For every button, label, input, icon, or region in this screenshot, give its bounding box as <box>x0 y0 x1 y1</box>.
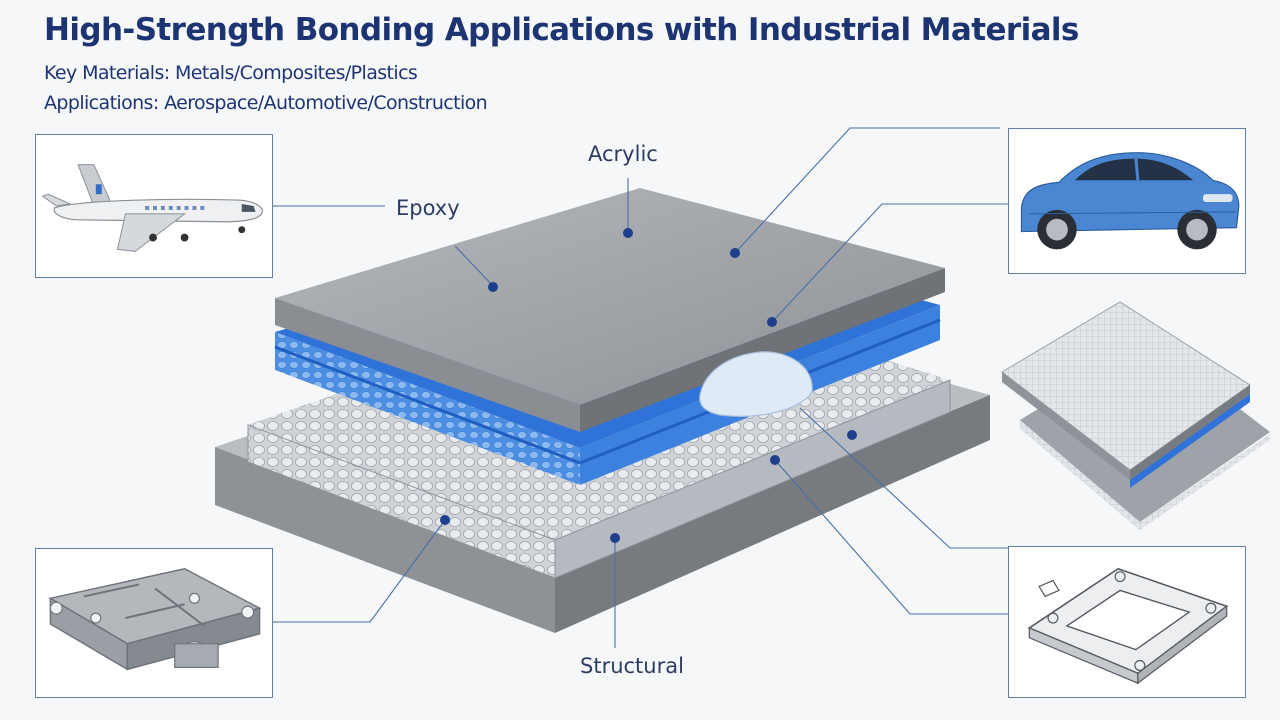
top-metal-plate <box>275 188 945 432</box>
adhesive-bead <box>699 351 813 417</box>
aerospace-panel <box>35 134 273 278</box>
automotive-panel <box>1008 128 1246 274</box>
metal-frame-icon <box>1027 567 1229 685</box>
acrylic-label: Acrylic <box>588 142 658 166</box>
epoxy-label: Epoxy <box>396 196 460 220</box>
applications-line: Applications: Aerospace/Automotive/Const… <box>44 92 488 114</box>
metal-bracket-icon <box>48 567 262 671</box>
key-materials-line: Key Materials: Metals/Composites/Plastic… <box>44 62 418 84</box>
composite-panel-icon <box>1001 301 1270 530</box>
page-title: High-Strength Bonding Applications with … <box>44 12 1079 48</box>
construction-frame-panel <box>1008 546 1246 698</box>
leader-dots <box>440 228 857 543</box>
airplane-icon <box>41 164 263 252</box>
leader-lines <box>273 127 1008 648</box>
construction-bracket-panel <box>35 548 273 698</box>
car-icon <box>1020 152 1240 250</box>
structural-label: Structural <box>580 654 684 678</box>
